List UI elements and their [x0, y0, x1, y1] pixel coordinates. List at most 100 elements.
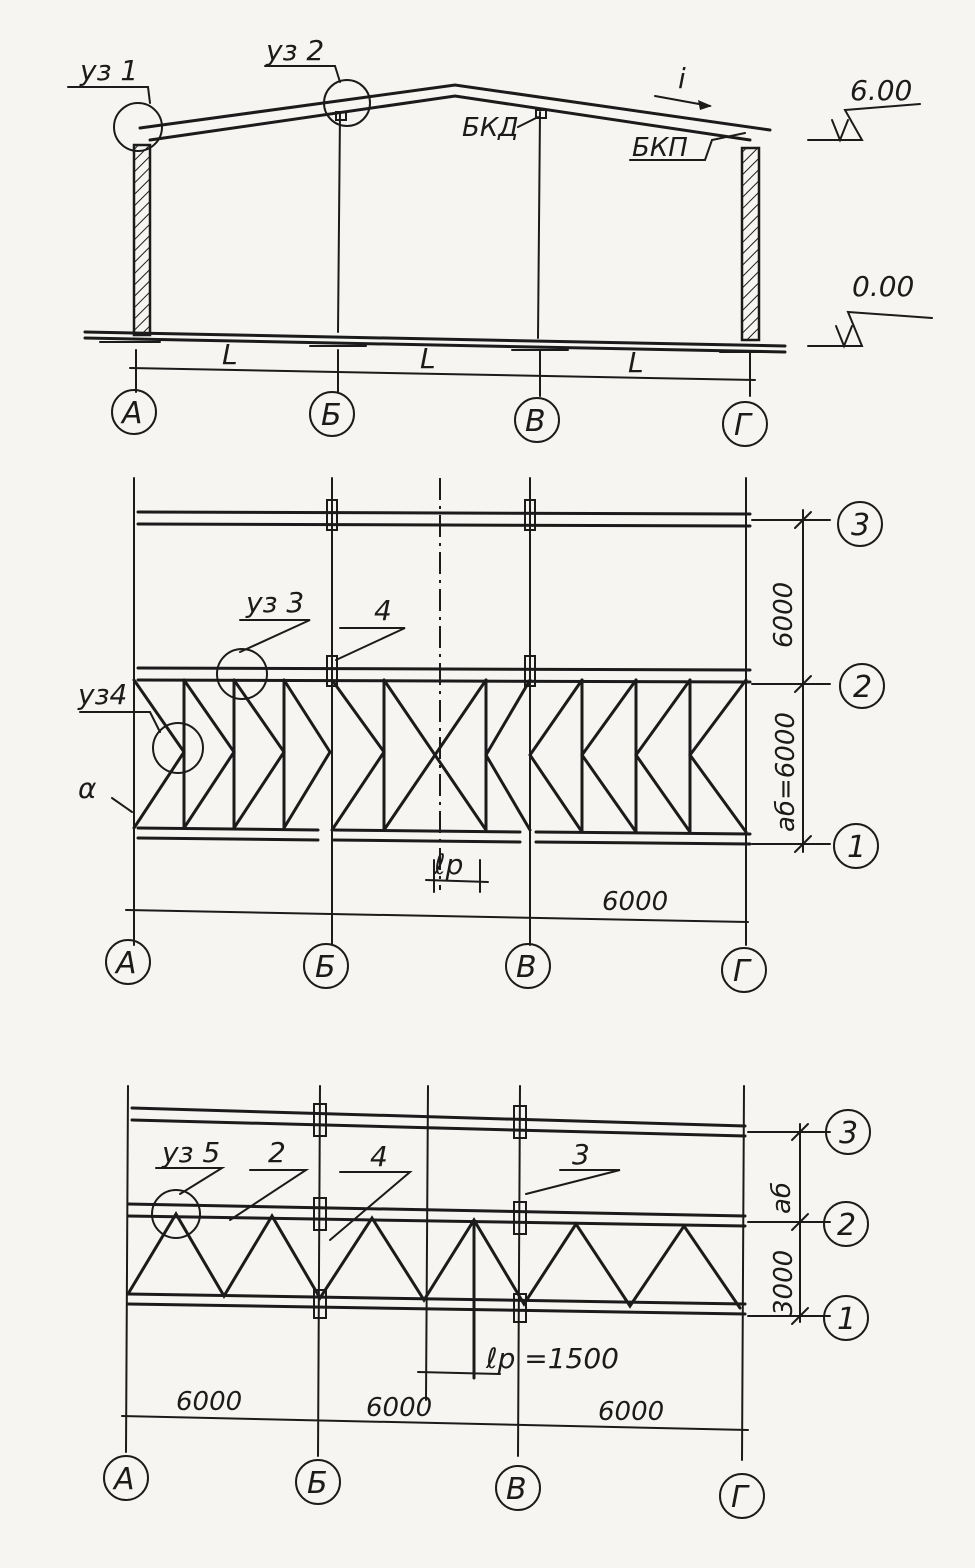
span-dim-3: 6000 — [598, 1397, 664, 1427]
bottom-dimension-line — [125, 909, 749, 923]
axis-bubble-g — [719, 1473, 765, 1519]
row-label-2: 2 — [853, 670, 872, 705]
column-mark-v2 — [524, 655, 536, 687]
node-1-leader — [67, 86, 151, 104]
item-4-leader — [329, 1171, 413, 1241]
brace-c-3 — [634, 678, 692, 834]
brace-a-4 — [282, 678, 332, 830]
axis-mid-1-line — [425, 1085, 429, 1401]
node-5-circle — [151, 1189, 201, 1239]
axis-bubble-a — [103, 1455, 149, 1501]
dim-6000-vertical: 6000 — [769, 582, 799, 648]
truss-bracing-plan: уз 5 2 4 3 ℓр =1500 аб 3000 6000 6000 60… — [103, 1085, 871, 1519]
item-2-leader — [229, 1169, 310, 1221]
level-top: 6.00 — [850, 74, 912, 107]
axis-label-g: Г — [731, 1480, 750, 1515]
row-2-line-bottom — [126, 1214, 747, 1228]
span-dimension-line — [129, 367, 756, 381]
row-2-line-top — [136, 666, 752, 672]
row-1-line-c2 — [534, 840, 752, 846]
alpha-leader — [111, 797, 133, 813]
roof-top-chord — [138, 83, 772, 132]
column-cap-b — [335, 111, 347, 121]
row-2-line-bottom — [136, 678, 752, 684]
row-label-3: 3 — [839, 1116, 858, 1151]
span-label-2: L — [420, 342, 436, 375]
row-1-line-a — [136, 826, 320, 832]
row-2-line-top — [126, 1202, 747, 1218]
axis-label-a: А — [112, 1462, 135, 1497]
axis-bubble-v — [495, 1465, 541, 1511]
axis-bubble-a — [105, 939, 151, 985]
row-1-line-a2 — [136, 836, 320, 842]
slope-arrow-head — [698, 100, 712, 110]
brace-c-2 — [580, 678, 638, 834]
bkp-leader — [629, 132, 746, 161]
node-2-circle — [323, 79, 371, 127]
axis-label-a: А — [120, 396, 143, 431]
axis-label-g: Г — [733, 954, 752, 989]
node-4-label: уз4 — [77, 678, 127, 711]
row-1-line-top — [126, 1292, 747, 1306]
dim-tick-1 — [794, 835, 812, 853]
node-5-label: уз 5 — [161, 1136, 220, 1169]
row-3-line-top — [130, 1106, 747, 1128]
span-label-1: L — [222, 338, 238, 371]
item-3-label: 3 — [572, 1138, 590, 1171]
row-3-line-bottom — [136, 522, 752, 528]
brace-c-1 — [528, 678, 584, 834]
brace-b-1 — [330, 678, 386, 832]
axis-label-b: Б — [315, 950, 336, 985]
item-2-label: 2 — [268, 1136, 286, 1169]
row-1-line-bottom — [126, 1302, 747, 1316]
dim-tick-3 — [794, 511, 812, 529]
dim-3000-vertical: 3000 — [769, 1250, 799, 1316]
wall-left — [132, 143, 152, 337]
brace-a-1 — [132, 678, 186, 830]
column-mark-b2 — [326, 655, 338, 687]
row-bubble-3 — [825, 1109, 871, 1155]
row-label-1: 1 — [847, 830, 866, 865]
axis-bubble-v — [514, 397, 560, 443]
row-label-1: 1 — [837, 1302, 856, 1337]
column-mark-v3 — [524, 499, 536, 531]
row-label-3: 3 — [851, 508, 870, 543]
node-2-label: уз 2 — [265, 34, 324, 67]
node-5-leader — [155, 1167, 226, 1195]
node-4-leader — [79, 711, 161, 733]
axis-label-v: В — [525, 404, 546, 439]
item-4-leader — [335, 627, 406, 661]
axis-bubble-b — [295, 1459, 341, 1505]
level-mark-top-arrow — [831, 119, 849, 143]
roof-bracing-plan: уз 3 уз4 4 α ℓр 6000 6000 аб=6000 3 2 1 … — [77, 477, 885, 993]
column-mark-b3 — [326, 499, 338, 531]
brace-c-4 — [688, 678, 748, 834]
wall-right — [740, 146, 761, 342]
ridge-brace-label: БКД — [462, 113, 519, 143]
brace-a-2 — [182, 678, 236, 830]
node-3-leader — [239, 619, 311, 653]
row-bubble-2 — [823, 1201, 869, 1247]
bottom-dimension-line — [121, 1415, 749, 1431]
column-mark-b1 — [313, 1289, 327, 1319]
level-ground: 0.00 — [852, 270, 914, 303]
dim-tick-2 — [791, 1213, 809, 1231]
column-mark-v1 — [513, 1293, 527, 1323]
axis-g-line — [741, 1085, 745, 1461]
axis-bubble-b — [309, 391, 355, 437]
column-mark-v2 — [513, 1201, 527, 1235]
dim-ab-6000-vertical: аб=6000 — [771, 712, 801, 832]
row-1-line-c — [534, 830, 752, 836]
axis-bubble-g — [722, 401, 768, 447]
roof-bottom-chord — [148, 94, 752, 142]
brace-a-3 — [232, 678, 286, 830]
cross-section-view: уз 1 уз 2 БКД БКП i 6.00 0.00 L L L А Б … — [67, 34, 933, 447]
dim-tick-2 — [794, 675, 812, 693]
axis-label-v: В — [506, 1472, 527, 1507]
row-3-line-top — [136, 510, 752, 516]
axis-bubble-b — [303, 943, 349, 989]
lp-label: ℓр — [433, 848, 463, 881]
axis-bubble-g — [721, 947, 767, 993]
eave-brace-label: БКП — [632, 133, 688, 163]
